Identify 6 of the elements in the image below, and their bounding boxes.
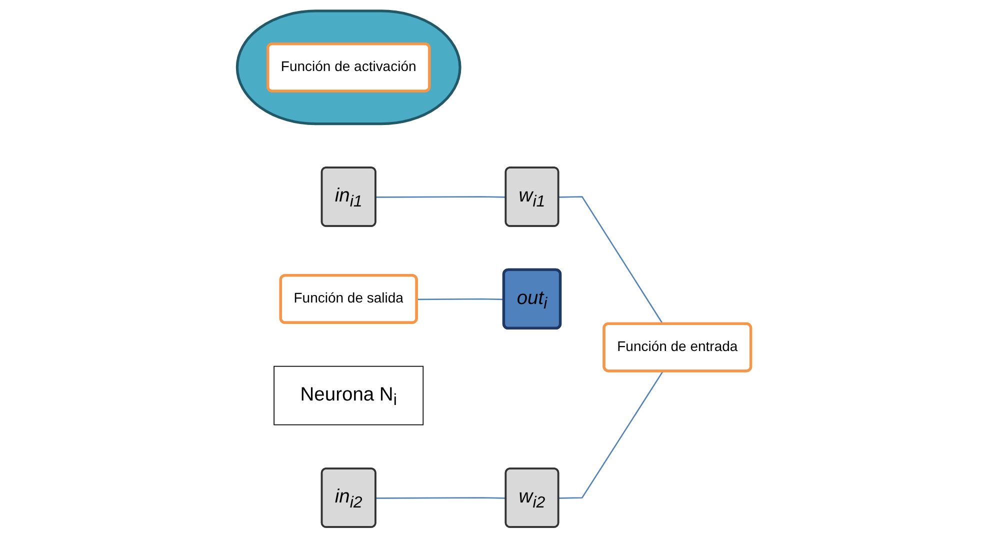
connector <box>376 496 506 498</box>
connector <box>376 196 506 198</box>
connector <box>558 370 664 498</box>
connector <box>416 298 504 300</box>
node-box: Neurona N$_{i}$ <box>274 365 424 425</box>
connector <box>558 196 664 324</box>
